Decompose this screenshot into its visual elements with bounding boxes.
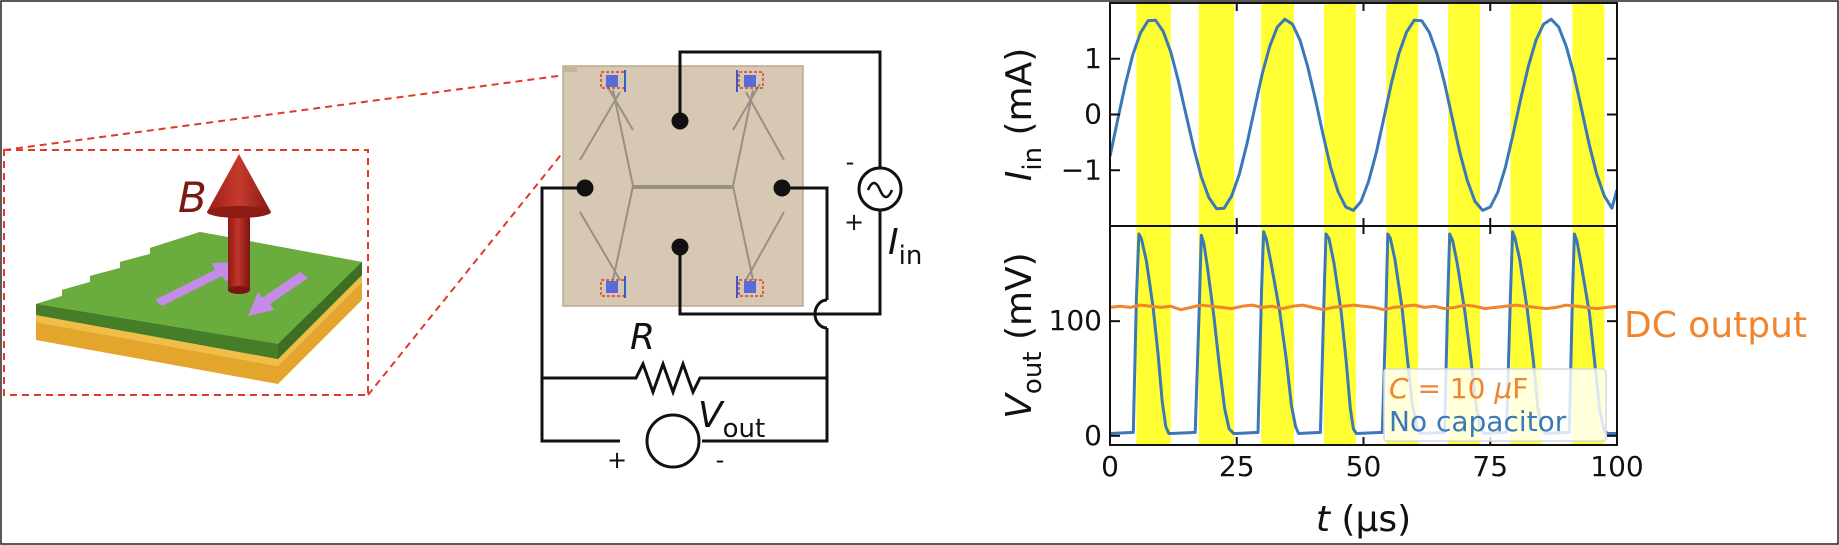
circuit-wires — [540, 50, 882, 443]
highlight-band — [1136, 226, 1171, 445]
chip-channels — [579, 83, 785, 281]
y-axis-label: Vout (mV) — [999, 252, 1048, 418]
highlight-band — [1261, 226, 1295, 445]
contact-bottom — [671, 238, 689, 256]
source-minus-sign: - — [846, 148, 855, 176]
legend-box — [1383, 368, 1607, 442]
edge-current-arrow-up — [155, 262, 240, 306]
green-layer-top — [36, 232, 362, 344]
gold-layer — [36, 282, 362, 384]
corner-devices — [600, 70, 764, 298]
highlight-band — [1198, 3, 1235, 226]
legend-entry: No capacitor — [1389, 405, 1567, 438]
contact-top — [671, 112, 689, 130]
y-tick-label: 1 — [1084, 42, 1102, 75]
field-label: B — [178, 173, 207, 222]
x-tick-label: 25 — [1219, 450, 1255, 483]
y-tick-label: 100 — [1049, 304, 1102, 337]
highlight-band — [1572, 3, 1605, 226]
y-tick-label: −1 — [1061, 153, 1102, 186]
highlight-band — [1448, 3, 1481, 226]
highlight-band — [1386, 3, 1419, 226]
y-axis-label: Iin (mA) — [999, 48, 1048, 182]
legend-entry: C = 10 μF — [1389, 372, 1528, 405]
x-tick-label: 0 — [1101, 450, 1119, 483]
y-tick-label: 0 — [1084, 419, 1102, 452]
ac-current-source — [857, 166, 903, 212]
x-tick-label: 75 — [1472, 450, 1508, 483]
meter-minus-sign: - — [716, 446, 725, 474]
series-line-no-capacitor — [1110, 230, 1617, 435]
resistor-label: R — [630, 317, 655, 358]
voltmeter — [645, 413, 701, 469]
current-label: Iin — [888, 222, 922, 271]
series-line-c-10-f — [1110, 303, 1617, 312]
x-axis-label: t (μs) — [1316, 499, 1411, 540]
meter-plus-sign: + — [607, 446, 627, 474]
current-chart: −1 0 1 Iin (mA) — [999, 2, 1618, 227]
circuit-diagram: - + Iin + - Vout R — [540, 50, 922, 474]
dc-output-label: DC output — [1624, 305, 1807, 346]
y-tick-label: 0 — [1084, 98, 1102, 131]
highlight-band — [1261, 3, 1295, 226]
highlight-band — [1323, 3, 1356, 226]
inset-panel: B — [3, 69, 622, 396]
series-line-current — [1110, 17, 1617, 212]
x-tick-label: 100 — [1590, 450, 1643, 483]
device-slab — [36, 232, 362, 384]
zoom-line-top — [3, 69, 604, 151]
contact-right — [773, 179, 791, 197]
magnetic-field-arrow — [207, 154, 271, 294]
source-plus-sign: + — [844, 208, 864, 236]
x-tick-label: 50 — [1346, 450, 1382, 483]
edge-current-arrow-down — [248, 272, 308, 316]
contact-left — [576, 179, 594, 197]
voltage-label: Vout — [698, 395, 765, 444]
